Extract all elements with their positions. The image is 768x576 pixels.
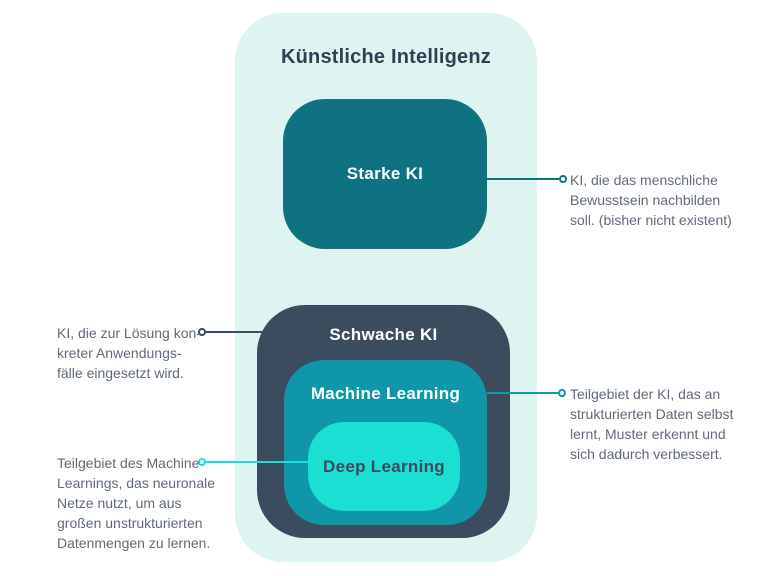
deep-node-circle-icon bbox=[198, 458, 206, 466]
schwache-ki-annotation: KI, die zur Lösung kon- kreter Anwendung… bbox=[57, 325, 201, 381]
machine-learning-label: Machine Learning bbox=[310, 384, 461, 403]
schwache-ki-label: Schwache KI bbox=[329, 325, 438, 344]
machine-node-circle-icon bbox=[558, 389, 566, 397]
deep-learning-annotation: Teilgebiet des Machine Learnings, das ne… bbox=[57, 455, 216, 551]
schwache-node-circle-icon bbox=[198, 328, 206, 336]
deep-learning-box: Deep Learning bbox=[308, 422, 460, 511]
starke-ki-box: Starke KI bbox=[283, 99, 487, 249]
starke-node-circle-icon bbox=[559, 175, 567, 183]
starke-connector-line bbox=[487, 178, 559, 180]
diagram-title: Künstliche Intelligenz bbox=[281, 46, 491, 68]
schwache-connector-line bbox=[206, 331, 290, 333]
deep-learning-label: Deep Learning bbox=[323, 456, 445, 476]
machine-connector-line bbox=[487, 392, 558, 394]
starke-ki-label: Starke KI bbox=[346, 164, 424, 183]
machine-learning-annotation: Teilgebiet der KI, das an strukturierten… bbox=[570, 386, 734, 462]
deep-connector-line bbox=[206, 461, 312, 463]
starke-ki-annotation: KI, die das menschliche Bewusstsein nach… bbox=[570, 172, 732, 228]
